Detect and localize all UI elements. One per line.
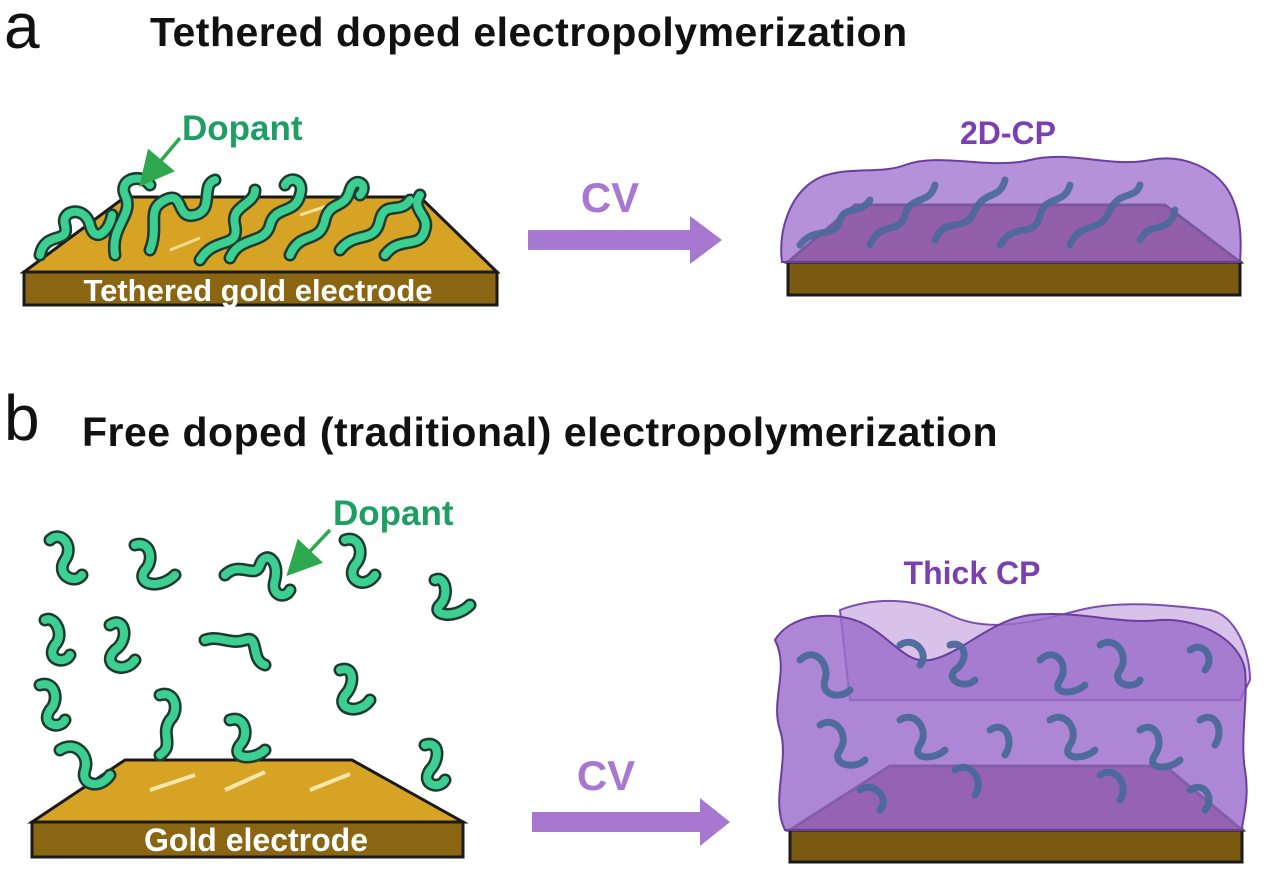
thick-cp-electrode: Thick CP [773,555,1252,864]
panel-a-title: Tethered doped electropolymerization [150,9,908,55]
cv-arrow-a [528,216,722,264]
free-dopant-molecules [33,530,477,792]
dopant-pointer-arrow-a [138,136,182,187]
panel-b-letter: b [4,382,40,454]
thick-cp-polymer-layer [773,612,1248,831]
gold-electrode-label: Gold electrode [144,822,368,858]
cv-arrow-b [532,798,730,846]
cv-label-b: CV [577,752,635,799]
2d-cp-electrode: 2D-CP [780,115,1245,297]
dopant-label-a: Dopant [182,109,303,148]
tethered-electrode-label: Tethered gold electrode [83,273,432,308]
panel-a-letter: a [4,0,40,62]
tethered-dopant-chains [33,172,433,267]
thick-cp-label: Thick CP [904,555,1041,591]
gold-electrode: Gold electrode [27,758,469,859]
cv-label-a: CV [581,174,639,221]
2d-cp-label: 2D-CP [960,115,1056,151]
panel-b-title: Free doped (traditional) electropolymeri… [82,409,999,455]
dopant-pointer-arrow-b [286,528,332,577]
dopant-label-b: Dopant [333,494,454,533]
2d-cp-polymer-layer [780,155,1242,263]
